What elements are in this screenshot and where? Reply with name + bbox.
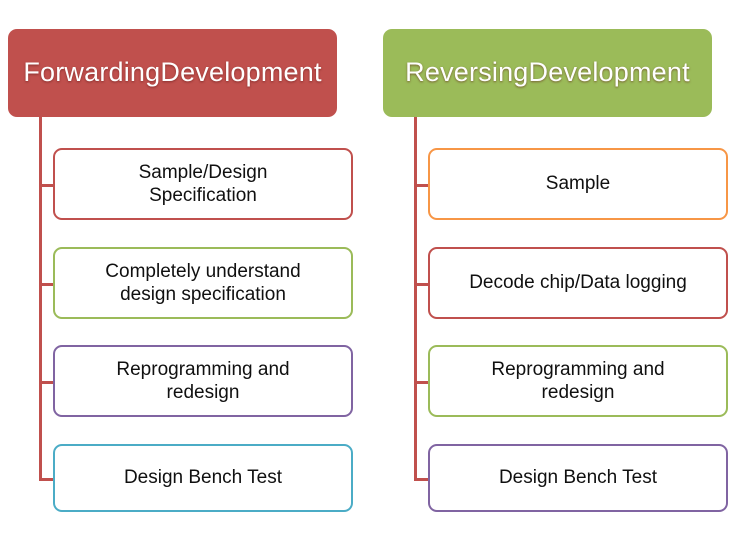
- node-line-1: Reprogramming and: [491, 358, 665, 380]
- node-line-1: Design Bench Test: [123, 467, 283, 489]
- connector-stub: [414, 478, 429, 481]
- connector-stub: [39, 478, 54, 481]
- header-box-forwarding[interactable]: Forwarding Development: [8, 29, 337, 117]
- column-forwarding: Forwarding Development Sample/Design Spe…: [8, 29, 353, 512]
- header-line-2: Development: [528, 57, 690, 88]
- connector-trunk-forwarding: [39, 117, 42, 478]
- node-box-sample-design-specification[interactable]: Sample/Design Specification: [53, 148, 353, 220]
- node-line-2: Specification: [149, 185, 257, 206]
- header-line-1: Forwarding: [23, 57, 161, 88]
- node-box-decode-chip-data-logging[interactable]: Decode chip/Data logging: [428, 247, 728, 319]
- node-line-1: Sample: [545, 173, 611, 195]
- node-line-2: redesign: [541, 382, 615, 403]
- header-line-1: Reversing: [405, 57, 529, 88]
- connector-stub: [414, 283, 429, 286]
- node-line-1: Sample/Design: [138, 161, 268, 183]
- connector-stub: [39, 381, 54, 384]
- node-box-design-bench-test[interactable]: Design Bench Test: [53, 444, 353, 512]
- node-line-1: Design Bench Test: [498, 467, 658, 489]
- node-box-sample[interactable]: Sample: [428, 148, 728, 220]
- node-line-1: Reprogramming and: [116, 358, 290, 380]
- connector-stub: [414, 184, 429, 187]
- column-reversing: Reversing Development Sample Decode chip…: [375, 0, 750, 553]
- header-box-reversing[interactable]: Reversing Development: [383, 29, 712, 117]
- connector-stub: [39, 184, 54, 187]
- node-line-2: redesign: [166, 382, 240, 403]
- node-line-1: Completely understand: [105, 260, 301, 282]
- node-line-1: Decode chip/Data logging: [469, 272, 687, 294]
- connector-stub: [414, 381, 429, 384]
- connector-trunk-reversing: [414, 117, 417, 478]
- connector-stub: [39, 283, 54, 286]
- node-box-design-bench-test[interactable]: Design Bench Test: [428, 444, 728, 512]
- node-line-2: design specification: [120, 284, 286, 305]
- node-box-reprogramming-and-redesign[interactable]: Reprogramming and redesign: [428, 345, 728, 417]
- node-box-reprogramming-and-redesign[interactable]: Reprogramming and redesign: [53, 345, 353, 417]
- header-line-2: Development: [160, 57, 322, 88]
- node-box-completely-understand-design-specification[interactable]: Completely understand design specificati…: [53, 247, 353, 319]
